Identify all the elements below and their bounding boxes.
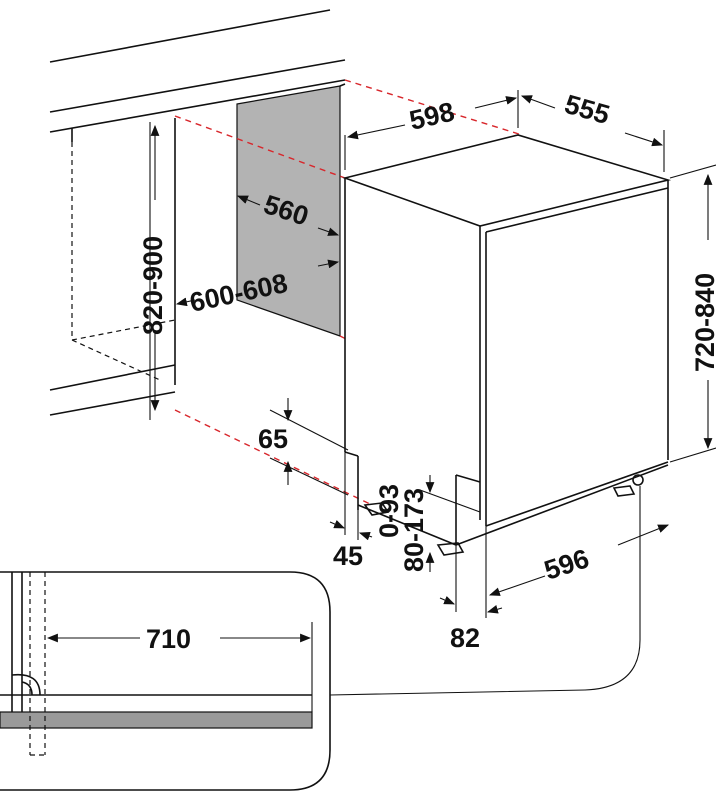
side-foot-icon [612,485,636,497]
dim-toe-kick-height: 65 [258,424,288,454]
dim-toe-kick-offset: 45 [333,541,363,571]
hose-port-icon [632,474,644,486]
dim-depth-top: 555 [561,89,613,130]
inset-detail [0,571,331,791]
floor-bar [0,711,313,729]
dishwasher-body [342,134,672,556]
dim-width-top: 598 [407,96,458,135]
dim-appliance-height: 720-840 [690,273,716,372]
countertop [49,9,346,142]
dim-door-offset: 82 [450,623,480,653]
left-cabinet-outline [49,118,176,416]
dim-inset-length: 710 [146,624,191,654]
dim-rear-foot-adjust: 0-93 [374,484,404,538]
dim-niche-height: 820-900 [138,236,168,335]
front-foot-icon [436,542,465,556]
alignment-guides [174,79,523,506]
dim-base-width: 596 [541,543,593,585]
inset-connector [329,486,641,696]
dim-front-foot-adjust: 80-173 [399,488,429,572]
rear-foot-icon [363,502,390,516]
dimension-lines [149,90,716,618]
